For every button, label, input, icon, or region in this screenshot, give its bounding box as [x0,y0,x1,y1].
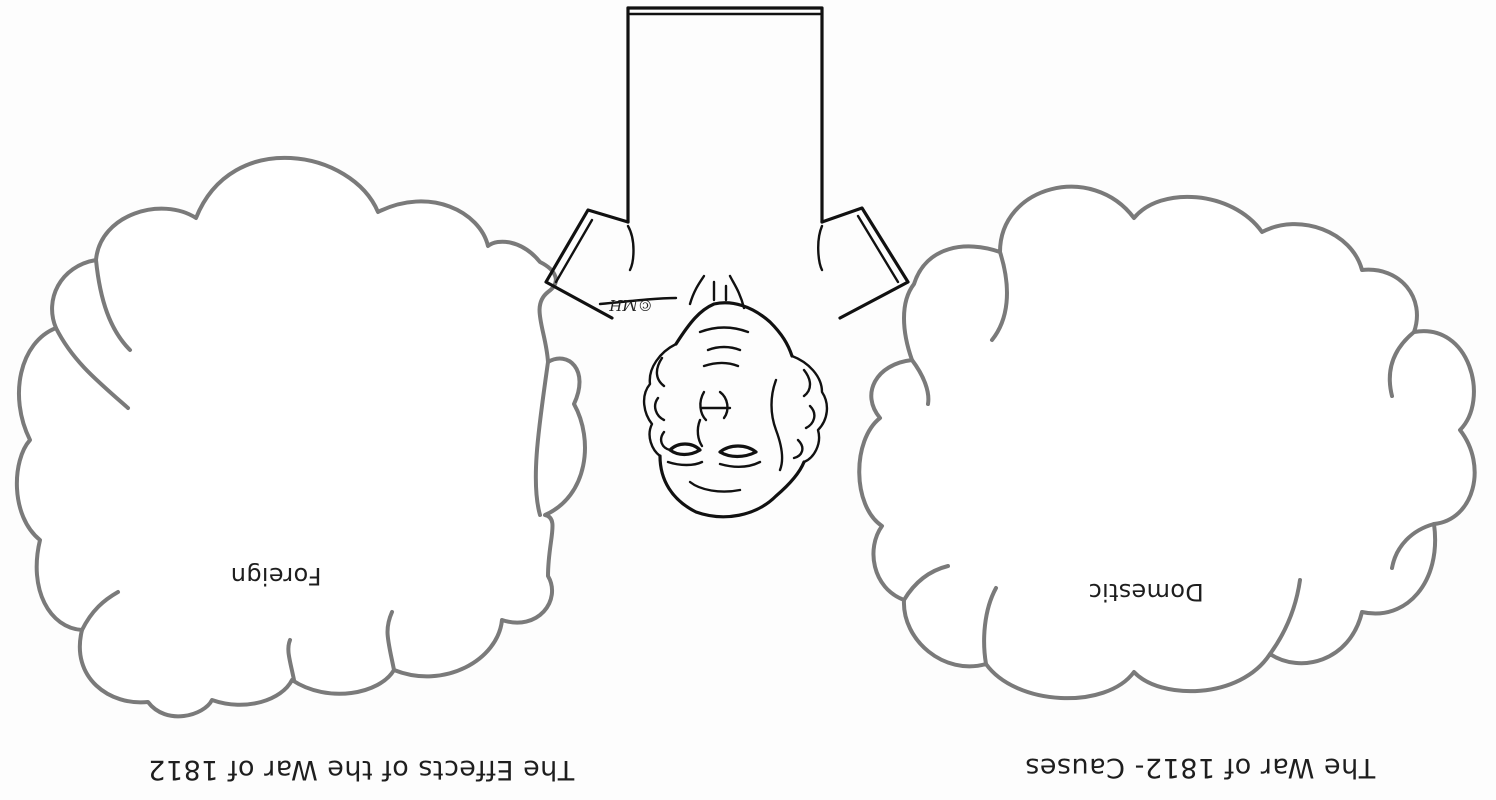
lip-line [708,347,740,350]
neck-line [690,276,704,304]
coat-outline [628,8,822,222]
causes-title: The War of 1812- Causes [1020,752,1380,783]
forehead-line [690,482,740,492]
left-eye [670,444,700,455]
portrait-sketch-icon [546,8,908,517]
left-brow [668,462,702,465]
mouth-line [704,363,738,366]
domestic-thought-cloud [859,187,1474,698]
right-collar-edge [858,216,898,282]
hair-right [792,356,827,462]
foreign-thought-cloud [17,158,585,716]
chin-line [700,328,748,333]
effects-title: The Effects of the War of 1812 [146,754,576,785]
nose-bridge [698,420,702,446]
cheek-right [772,380,783,470]
hair-curl [655,358,670,450]
right-eye [720,446,756,457]
nose [700,392,730,420]
right-collar [822,208,908,318]
artist-signature: ©MH [606,296,656,314]
right-brow [720,462,760,467]
hair-curl [794,370,814,458]
left-lapel [628,226,634,270]
foreign-cloud-label: Foreign [216,562,336,590]
domestic-cloud-label: Domestic [1072,578,1220,606]
right-lapel [818,226,822,270]
left-collar-edge [556,220,592,282]
